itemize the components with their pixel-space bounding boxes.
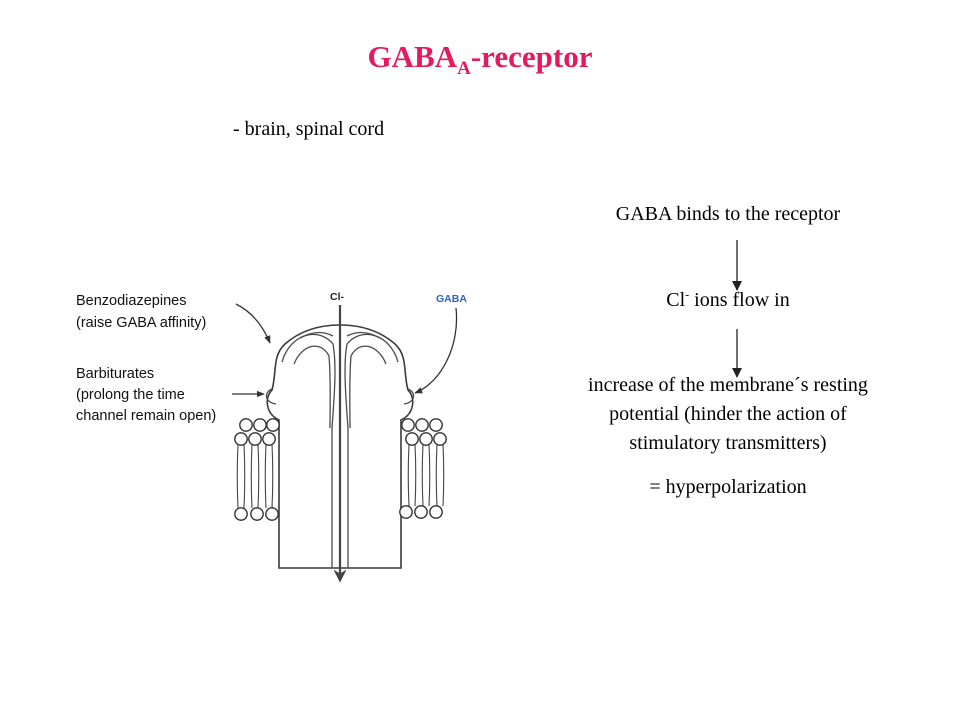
chloride-symbol: Cl <box>666 289 686 311</box>
lipid-head <box>234 507 248 521</box>
lipid-head <box>401 418 415 432</box>
gaba-pointer-arrow <box>414 307 458 394</box>
lipid-head <box>399 505 413 519</box>
mechanism-step-gaba-binds: GABA binds to the receptor <box>615 203 841 225</box>
receptor-lobe-left-outer <box>281 333 336 429</box>
barbiturates-effect-line-2: channel remain open) <box>76 408 216 424</box>
chloride-label: Cl- <box>330 291 345 303</box>
gaba-label: GABA <box>436 293 467 305</box>
receptor-top-ridge <box>299 331 381 339</box>
mechanism-step-potential-increase: increase of the membrane´s resting poten… <box>560 371 896 458</box>
lipid-head <box>253 418 267 432</box>
potential-line-1: increase of the membrane´s resting <box>588 374 868 396</box>
chloride-charge: - <box>685 287 690 302</box>
receptor-lobe-left-inner <box>293 345 331 429</box>
lipid-tail <box>414 443 417 507</box>
potential-line-3: stimulatory transmitters) <box>629 432 827 454</box>
lipid-tail <box>257 443 260 509</box>
slide-title: GABAA-receptor <box>0 37 960 79</box>
lipid-head <box>429 505 443 519</box>
lipid-head <box>414 505 428 519</box>
lipid-head <box>239 418 253 432</box>
benzodiazepines-label: Benzodiazepines <box>76 293 186 309</box>
lipid-head <box>234 432 248 446</box>
receptor-lobe-right-inner <box>349 345 387 429</box>
binding-site-barbiturate <box>265 388 277 405</box>
lipid-tail <box>243 443 246 509</box>
chloride-influx-text: ions flow in <box>689 289 790 311</box>
lipid-tail <box>271 443 274 509</box>
lipid-tail <box>407 443 410 507</box>
lipid-tail <box>442 443 445 507</box>
lipid-tail <box>428 443 431 507</box>
lipid-tail <box>435 443 438 507</box>
binding-site-gaba <box>403 388 415 405</box>
lipid-bilayer <box>234 418 447 521</box>
title-main: GABA <box>367 39 458 74</box>
lipid-head <box>419 432 433 446</box>
barbiturates-effect-line-1: (prolong the time <box>76 387 185 403</box>
benzodiazepines-effect-label: (raise GABA affinity) <box>76 315 206 331</box>
lipid-head <box>265 507 279 521</box>
lipid-tail <box>250 443 253 509</box>
lipid-head <box>433 432 447 446</box>
potential-line-2: potential (hinder the action of <box>609 403 847 425</box>
lipid-tail <box>264 443 267 509</box>
lipid-tail <box>421 443 424 507</box>
benzodiazepine-pointer-arrow <box>235 303 271 344</box>
mechanism-result: = hyperpolarization <box>649 476 807 498</box>
lipid-head <box>429 418 443 432</box>
lipid-head <box>248 432 262 446</box>
title-suffix: -receptor <box>470 39 593 74</box>
lipid-head <box>405 432 419 446</box>
location-note: - brain, spinal cord <box>233 118 385 140</box>
lipid-tail <box>236 443 239 509</box>
lipid-head <box>415 418 429 432</box>
mechanism-step-chloride-influx: Cl- ions flow in <box>560 286 896 315</box>
lipid-head <box>250 507 264 521</box>
barbiturates-label: Barbiturates <box>76 366 154 382</box>
receptor-lobe-right-outer <box>344 333 399 429</box>
title-subscript: A <box>457 58 471 79</box>
lipid-head <box>262 432 276 446</box>
lipid-head <box>266 418 280 432</box>
